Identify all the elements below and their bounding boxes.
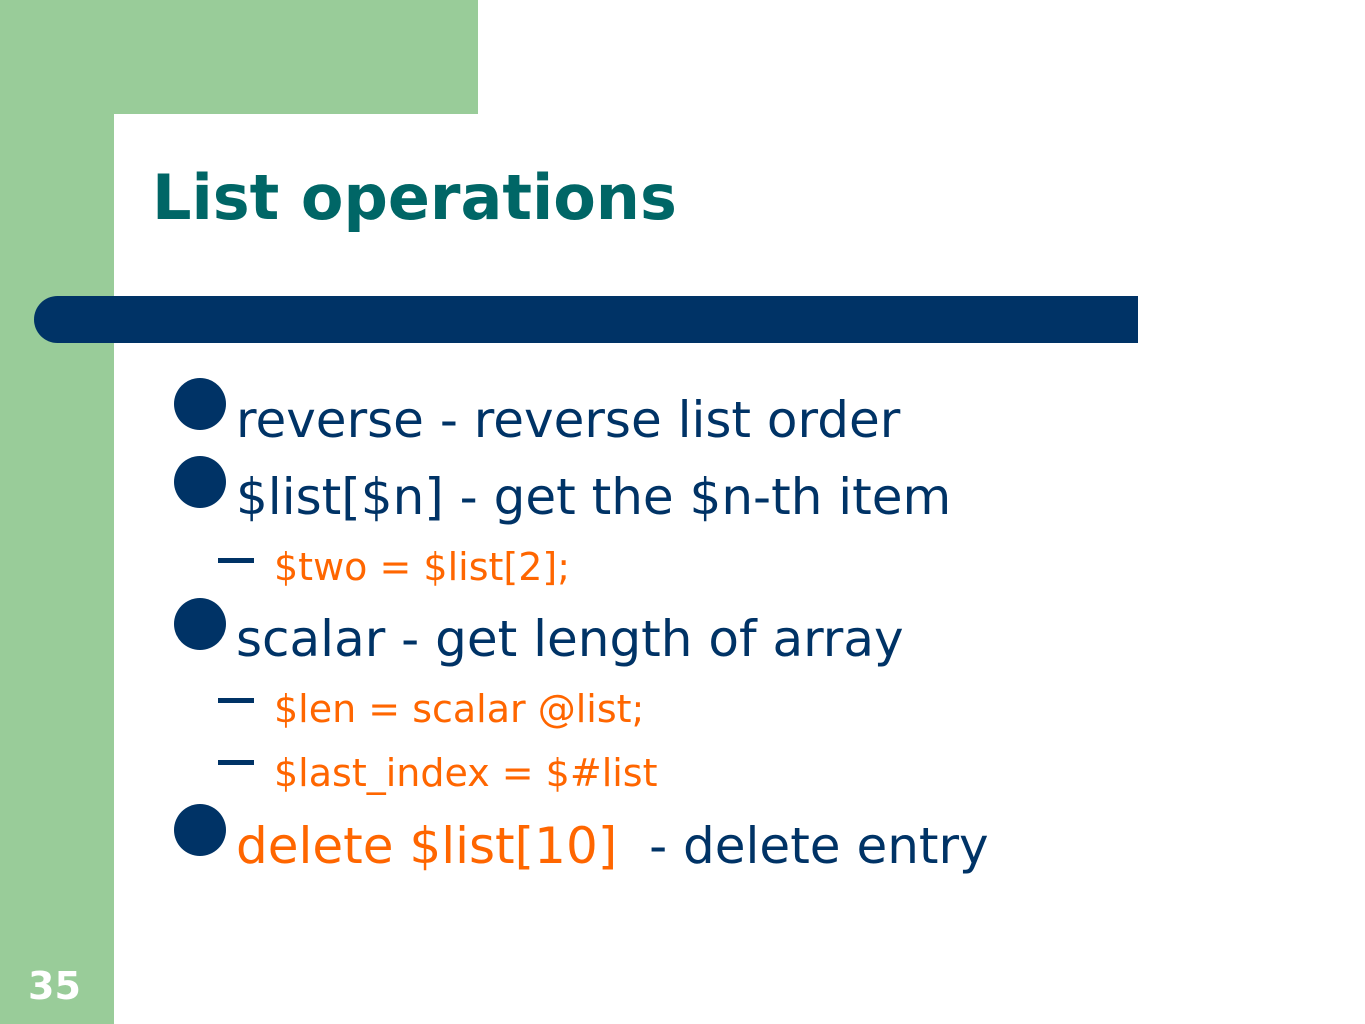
title-underline-bar xyxy=(34,296,1138,343)
bullet-dot xyxy=(174,804,226,856)
bullet-text: reverse - reverse list order xyxy=(236,391,901,449)
sub-bullet-code: $len = scalar @list; xyxy=(274,687,645,731)
bullet-dot xyxy=(174,598,226,650)
sub-bullet-dash xyxy=(218,760,254,765)
bullet-description: - delete entry xyxy=(617,817,989,875)
bullet-text: scalar - get length of array xyxy=(236,610,904,668)
slide-title: List operations xyxy=(152,161,677,234)
slide-accent-left xyxy=(0,0,114,1024)
sub-bullet-code: $two = $list[2]; xyxy=(274,545,571,589)
slide-content-corner xyxy=(114,114,254,254)
slide-number: 35 xyxy=(28,964,81,1008)
bullet-text-mixed: delete $list[10] - delete entry xyxy=(236,816,989,876)
bullet-dot xyxy=(174,378,226,430)
bullet-code: delete $list[10] xyxy=(236,817,618,875)
sub-bullet-code: $last_index = $#list xyxy=(274,751,658,795)
bullet-dot xyxy=(174,456,226,508)
sub-bullet-dash xyxy=(218,698,254,703)
slide-accent-top xyxy=(0,0,478,114)
sub-bullet-dash xyxy=(218,558,254,563)
bullet-text: $list[$n] - get the $n-th item xyxy=(236,468,952,526)
